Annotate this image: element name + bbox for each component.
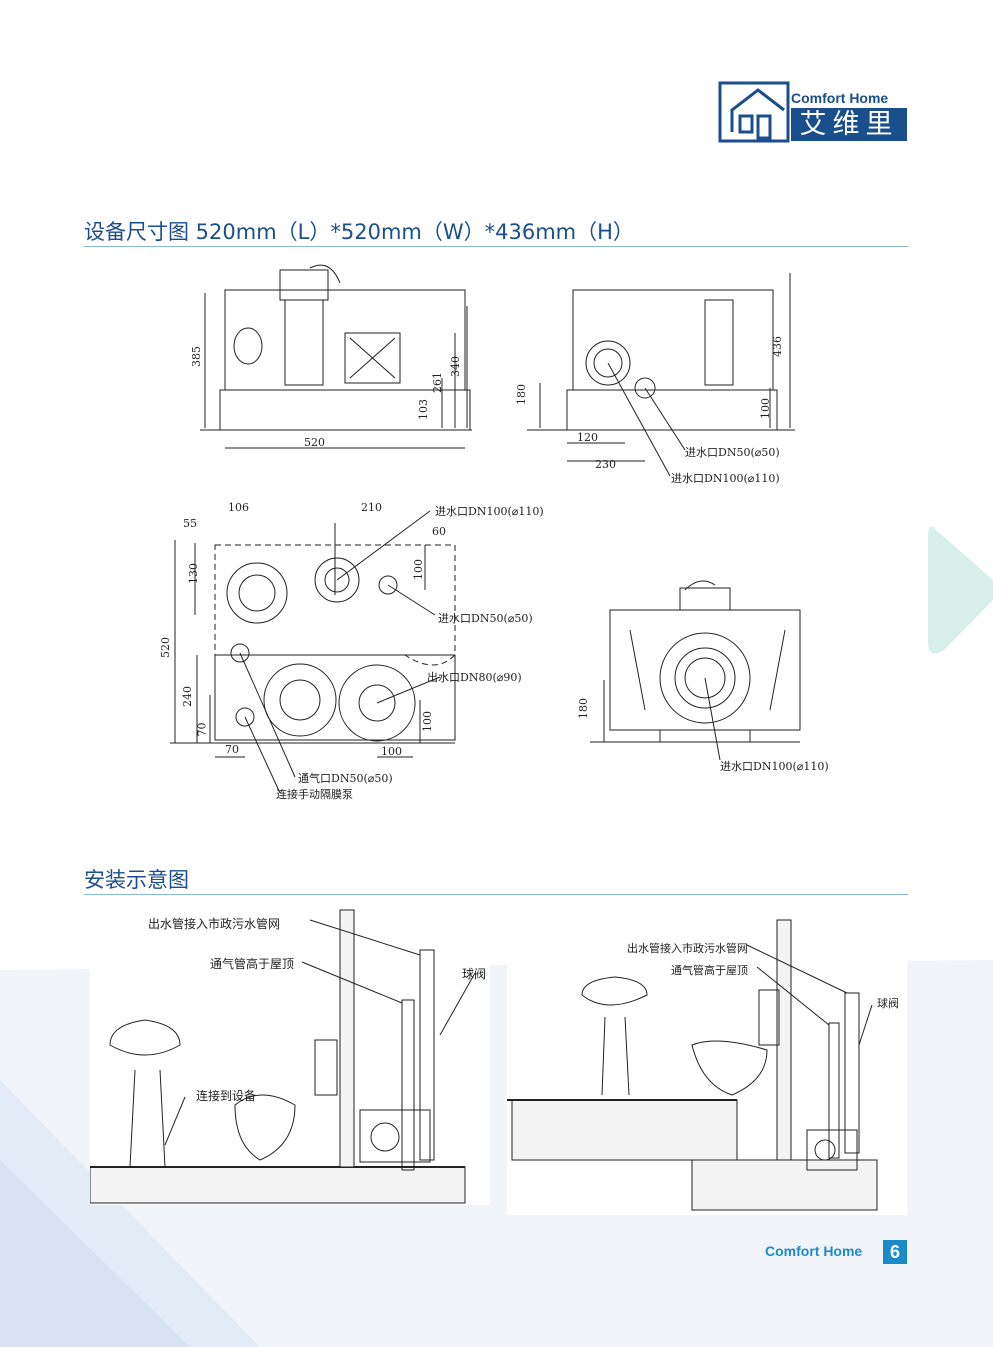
dim-436: 436 — [771, 336, 784, 357]
label-top-outlet-dn80: 出水口DN80(⌀90) — [427, 671, 522, 684]
teal-triangle-decoration — [928, 526, 993, 654]
dim-210: 210 — [361, 501, 382, 514]
dim-230: 230 — [595, 458, 616, 471]
top-view-drawing: 106 55 210 60 130 100 520 240 70 70 100 … — [155, 495, 555, 805]
brand-logo: Comfort Home 艾维里 — [718, 80, 908, 144]
dim-103: 103 — [417, 399, 430, 420]
dim-back-180: 180 — [577, 698, 590, 719]
install-drawing-right: 出水管接入市政污水管网 通气管高于屋顶 球阀 — [507, 905, 907, 1215]
dim-70-horiz: 70 — [225, 743, 239, 756]
front-view-drawing: 385 340 261 103 520 — [180, 258, 480, 463]
dim-520: 520 — [304, 436, 325, 449]
section-divider — [84, 894, 908, 895]
label-left-vent-pipe: 通气管高于屋顶 — [210, 957, 295, 971]
label-back-inlet-dn100: 进水口DN100(⌀110) — [720, 760, 829, 773]
label-inlet-dn50: 进水口DN50(⌀50) — [685, 446, 780, 459]
dim-100: 100 — [759, 398, 772, 419]
label-left-connect: 连接到设备 — [196, 1089, 257, 1103]
label-left-outlet-pipe: 出水管接入市政污水管网 — [148, 917, 281, 931]
dim-240: 240 — [181, 686, 194, 707]
label-top-vent-dn50: 通气口DN50(⌀50) — [298, 772, 393, 785]
label-top-inlet-dn100: 进水口DN100(⌀110) — [435, 505, 544, 518]
label-top-diaphragm: 连接手动隔膜泵 — [276, 788, 353, 801]
back-view-drawing: 180 进水口DN100(⌀110) — [570, 570, 840, 780]
dim-180: 180 — [515, 384, 528, 405]
label-inlet-dn100: 进水口DN100(⌀110) — [671, 472, 780, 485]
label-right-vent-pipe: 通气管高于屋顶 — [671, 964, 748, 977]
label-top-inlet-dn50: 进水口DN50(⌀50) — [438, 612, 533, 625]
section-divider — [84, 246, 908, 247]
dim-106: 106 — [228, 501, 249, 514]
dim-60: 60 — [432, 525, 446, 538]
dim-100-right: 100 — [421, 711, 434, 732]
label-right-ball-valve: 球阀 — [877, 997, 899, 1010]
dim-520-side: 520 — [159, 637, 172, 658]
side-view-drawing: 436 180 100 120 230 进水口DN50(⌀50) 进水口DN10… — [505, 258, 805, 488]
dim-100-top: 100 — [412, 559, 425, 580]
dim-385: 385 — [190, 346, 203, 367]
page-number: 6 — [883, 1240, 907, 1264]
dim-55: 55 — [183, 517, 197, 530]
install-section-title: 安装示意图 — [84, 868, 189, 892]
house-logo-icon — [718, 81, 790, 143]
label-right-outlet-pipe: 出水管接入市政污水管网 — [627, 942, 748, 955]
dim-340: 340 — [449, 356, 462, 377]
dim-130: 130 — [187, 563, 200, 584]
dim-100-bottom: 100 — [381, 745, 402, 758]
dimensions-section-title: 设备尺寸图 520mm（L）*520mm（W）*436mm（H） — [84, 220, 634, 244]
install-drawing-left: 出水管接入市政污水管网 通气管高于屋顶 球阀 连接到设备 — [90, 905, 490, 1205]
logo-name-cn: 艾维里 — [791, 108, 907, 141]
dim-70-vert: 70 — [195, 722, 209, 737]
dim-120: 120 — [577, 431, 598, 444]
logo-name-en: Comfort Home — [791, 90, 889, 106]
dim-261: 261 — [431, 372, 444, 393]
footer-brand: Comfort Home — [765, 1243, 863, 1259]
label-left-ball-valve: 球阀 — [462, 967, 487, 981]
